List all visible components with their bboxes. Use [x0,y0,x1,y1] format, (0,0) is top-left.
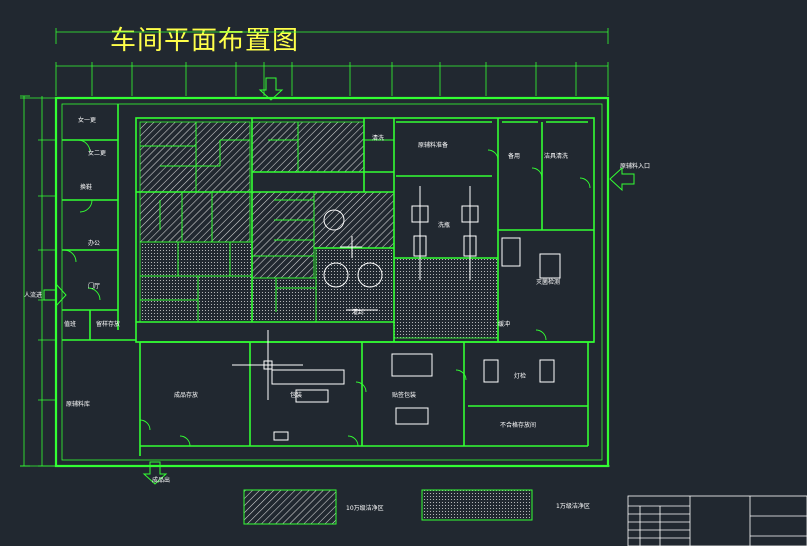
exterior-walls [54,96,610,468]
label-product-exit: 成品出 [152,476,170,484]
label-blow-fill: 洗瓶 [438,221,450,229]
label-personnel-entry: 人流进 [24,291,42,299]
legend: 10万级洁净区 1万级洁净区 [243,489,590,525]
room-labels: 女一更 女二更 换鞋 办公 门厅 值班 留样存放 原辅料库 人流进 清洗 原辅料… [24,116,650,484]
label-women-changing: 女一更 [78,116,96,124]
label-light-inspect: 灯检 [514,372,526,380]
label-spare: 备用 [508,152,520,160]
label-clean-wash: 洁具清洗 [544,152,568,160]
class-100k-zones [139,121,395,279]
label-finished-storage: 成品存放 [174,391,198,399]
top-dimensions [20,28,609,99]
label-laundry: 换鞋 [80,183,92,191]
label-inspection: 灭菌检测 [536,278,560,286]
label-filling: 灌封 [352,308,364,316]
door-swings [63,139,591,447]
interior-walls [62,104,595,456]
label-material-entry: 原辅料入口 [620,162,650,170]
sub-partitions [140,122,394,322]
label-labeling: 贴签包装 [392,391,416,399]
entrance-arrows [43,77,635,485]
label-lobby: 门厅 [88,282,100,290]
label-sample: 留样存放 [96,320,120,328]
label-duty: 值班 [64,320,76,328]
label-wash: 清洗 [372,134,384,142]
drawing-title: 车间平面布置图 [110,26,300,56]
label-vehicle: 原辅料库 [66,400,90,408]
label-reject-storage: 不合格存放间 [500,421,536,429]
label-women-changing2: 女二更 [88,149,106,157]
cursor-crosshair [232,236,362,400]
label-packing: 包装 [290,391,302,399]
title-block [627,495,807,546]
label-material-prep: 原辅料准备 [418,141,448,149]
label-office: 办公 [88,239,100,247]
class-10k-zones [139,241,499,339]
equipment [271,186,561,441]
legend-label-hatch: 10万级洁净区 [346,504,384,512]
legend-label-dots: 1万级洁净区 [556,502,590,510]
legend-swatch-dots [421,489,533,521]
legend-swatch-hatch [243,489,337,525]
label-corridor: 缓冲 [498,320,510,328]
